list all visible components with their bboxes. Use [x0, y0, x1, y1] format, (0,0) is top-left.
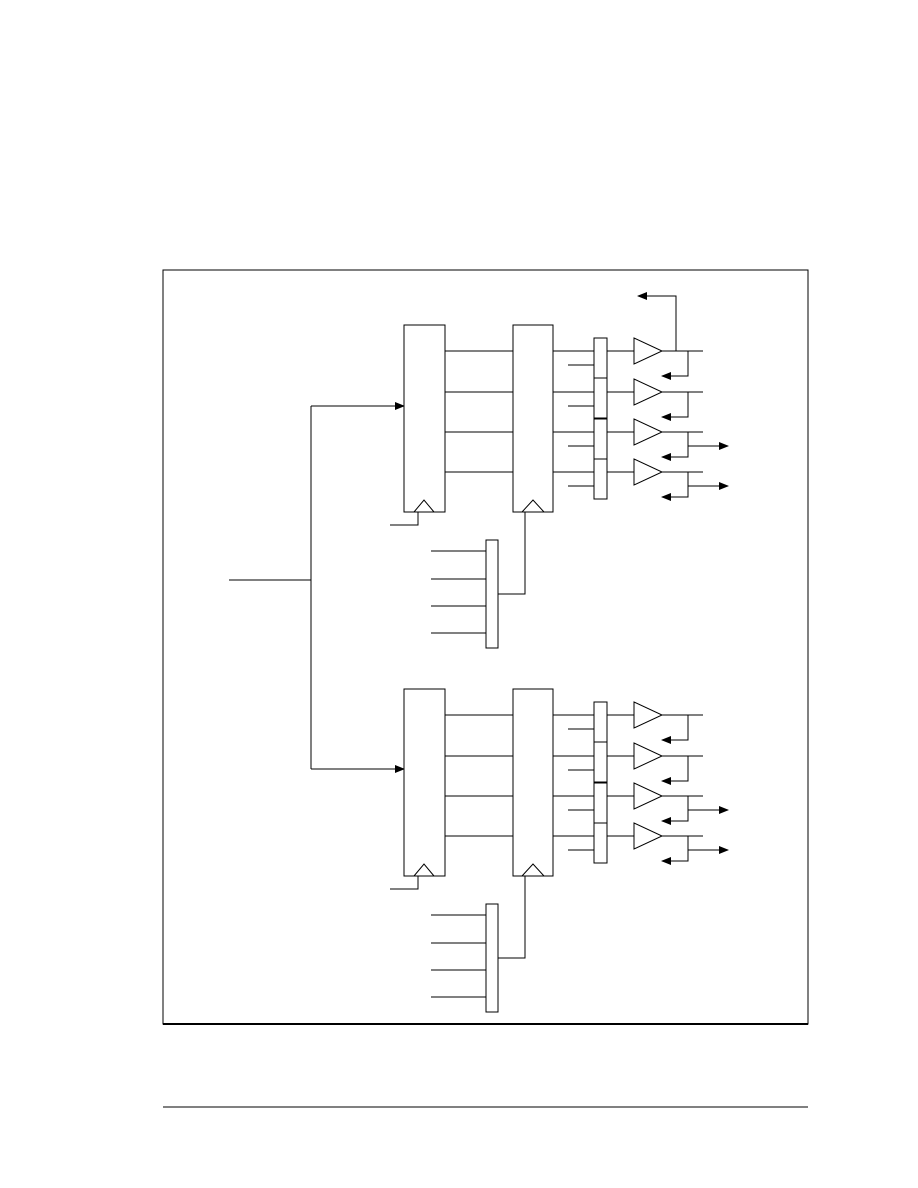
register-a-clock-triangle	[414, 864, 434, 876]
feedback-arrow	[661, 715, 688, 744]
select-output-line	[498, 876, 525, 958]
gate-cell	[594, 459, 607, 499]
buffer-triangle	[634, 783, 662, 809]
register-b	[513, 689, 553, 876]
register-a	[404, 689, 445, 876]
feedback-arrow	[661, 796, 688, 825]
gate-cell	[594, 823, 607, 863]
register-b	[513, 325, 553, 512]
buffer-triangle	[634, 823, 662, 849]
buffer-triangle	[634, 419, 662, 445]
buffer-triangle	[634, 338, 662, 364]
buffer-triangle	[634, 459, 662, 485]
gate-cell	[594, 783, 607, 823]
gate-cell	[594, 378, 607, 418]
buffer-triangle	[634, 379, 662, 405]
gate-cell	[594, 742, 607, 782]
feedback-arrow	[661, 756, 688, 785]
register-b-clock-triangle	[522, 500, 544, 512]
select-block	[486, 540, 498, 648]
register-a-clock-line	[390, 512, 418, 525]
register-b-clock-triangle	[522, 864, 544, 876]
gate-cell	[594, 702, 607, 742]
input-bus	[229, 402, 405, 773]
feedback-arrow	[661, 392, 688, 421]
feedback-arrow	[661, 836, 688, 865]
feedback-arrow	[661, 351, 688, 380]
register-a-clock-line	[390, 876, 418, 889]
bank-upper	[390, 292, 729, 648]
register-a-clock-triangle	[414, 500, 434, 512]
readback-arrow-up	[637, 292, 676, 351]
buffer-triangle	[634, 702, 662, 728]
gate-cell	[594, 338, 607, 378]
feedback-arrow	[661, 472, 688, 501]
feedback-arrow	[661, 432, 688, 461]
gate-cell	[594, 419, 607, 459]
register-a	[404, 325, 445, 512]
select-output-line	[498, 512, 525, 594]
bank-lower	[390, 689, 729, 1012]
select-block	[486, 904, 498, 1012]
buffer-triangle	[634, 743, 662, 769]
